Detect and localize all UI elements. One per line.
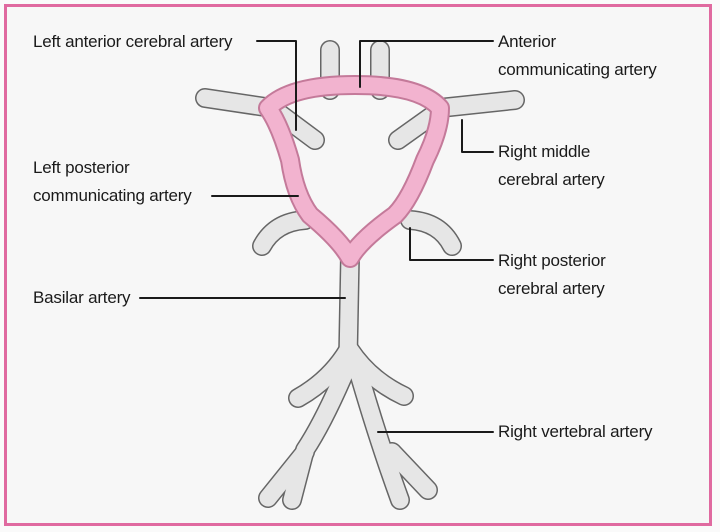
leader-anterior-communicating (359, 40, 494, 88)
label-anterior-communicating-line1: Anterior (498, 32, 556, 51)
label-left-anterior-cerebral-artery: Left anterior cerebral artery (33, 32, 233, 51)
label-right-posterior-cerebral-line1: Right posterior (498, 251, 606, 270)
label-right-posterior-cerebral-line2: cerebral artery (498, 279, 605, 298)
leader-right-middle-cerebral (461, 119, 494, 153)
leader-lines (139, 40, 494, 433)
label-basilar-artery: Basilar artery (33, 288, 131, 307)
label-right-vertebral-artery: Right vertebral artery (498, 422, 653, 441)
leader-right-posterior-cerebral (409, 227, 494, 261)
label-anterior-communicating-line2: communicating artery (498, 60, 657, 79)
label-right-middle-cerebral-line2: cerebral artery (498, 170, 605, 189)
leader-left-anterior-cerebral (256, 40, 297, 131)
label-left-posterior-communicating-line2: communicating artery (33, 186, 192, 205)
label-right-middle-cerebral-line1: Right middle (498, 142, 591, 161)
label-left-posterior-communicating-line1: Left posterior (33, 158, 130, 177)
